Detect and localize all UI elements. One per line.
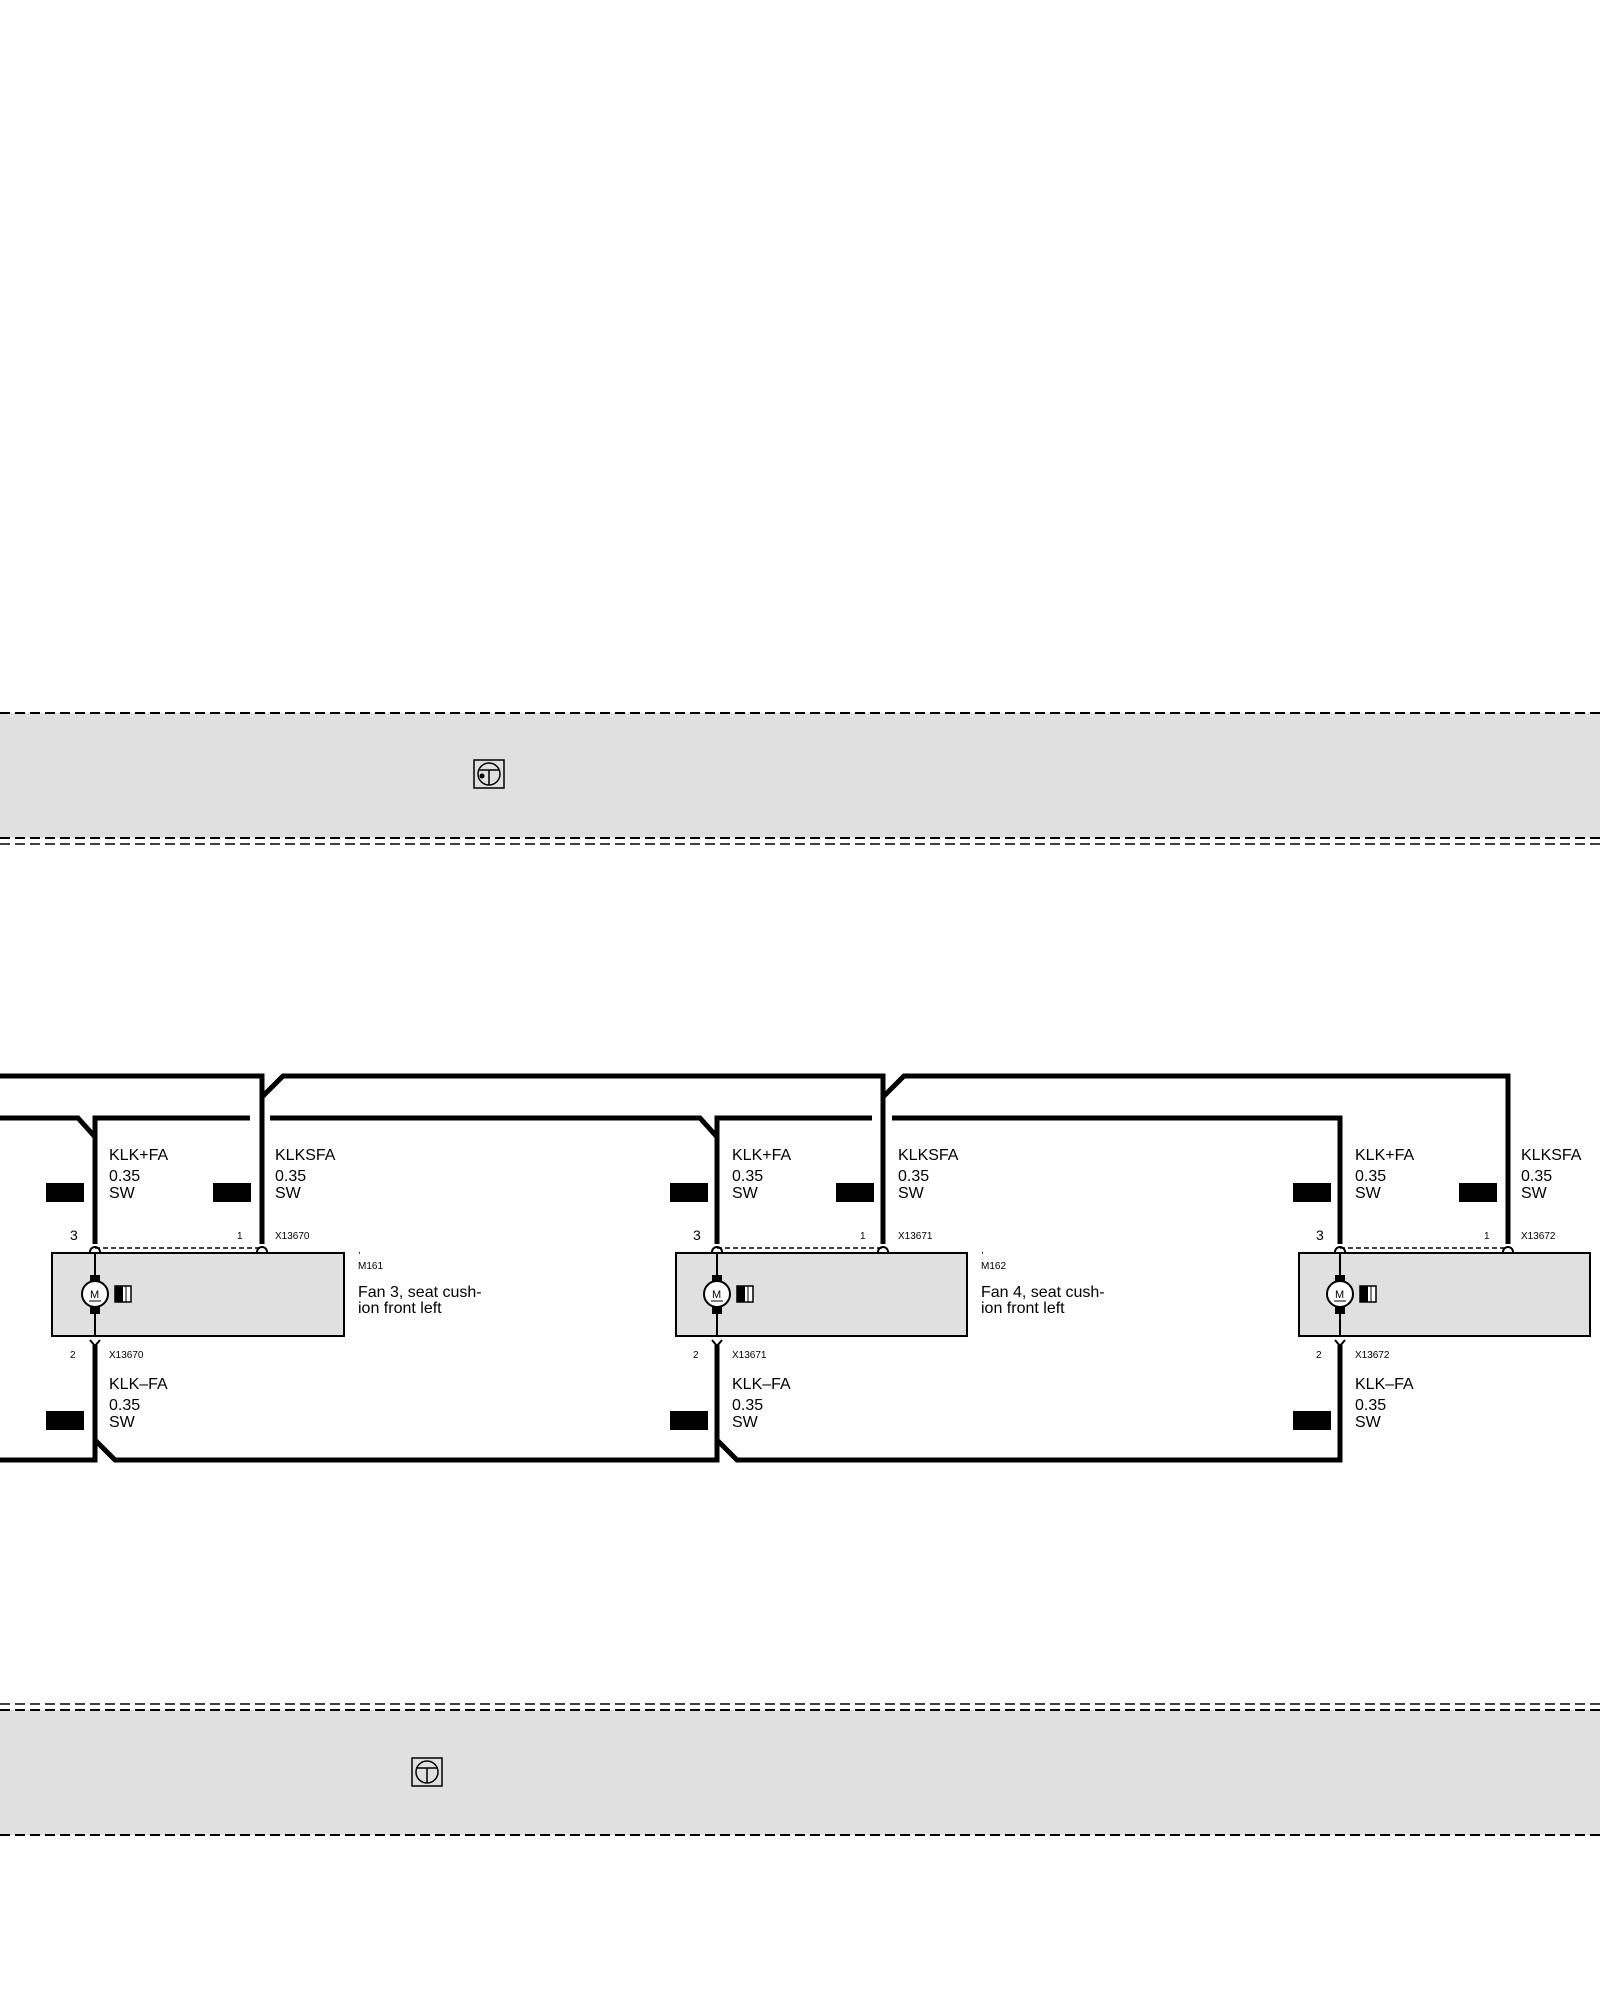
top-location-band bbox=[0, 712, 1600, 845]
wire-sense-right bbox=[881, 1073, 1511, 1244]
wire-cross-section: 0.35 bbox=[109, 1168, 140, 1185]
component-symbol-icon bbox=[114, 1285, 132, 1303]
wire-cross-section: 0.35 bbox=[732, 1397, 763, 1414]
fan-module-m162: KLK+FA 0.35 SW KLKSFA 0.35 SW 3 1 X13671… bbox=[675, 1147, 1105, 1431]
wire-plus-1-2 bbox=[92, 1115, 250, 1137]
seat-heating-icon bbox=[473, 759, 505, 789]
wire-plus-bus-end bbox=[892, 1115, 1343, 1244]
wire-cross-section: 0.35 bbox=[898, 1168, 929, 1185]
pin-number: 1 bbox=[237, 1231, 243, 1242]
wire-signal-label: KLKSFA bbox=[1521, 1147, 1582, 1164]
pin-number: 2 bbox=[1316, 1350, 1322, 1361]
wire-sense-mid bbox=[260, 1073, 886, 1244]
fan-module-m161: KLK+FA 0.35 SW KLKSFA 0.35 SW 3 1 X13670… bbox=[51, 1147, 482, 1431]
component-name-line2: ion front left bbox=[358, 1300, 442, 1317]
wire-color: SW bbox=[732, 1185, 759, 1202]
marker-block bbox=[46, 1183, 84, 1202]
component-name-line2: ion front left bbox=[981, 1300, 1065, 1317]
wire-plus-bus-right bbox=[714, 1115, 872, 1137]
component-id: M162 bbox=[981, 1261, 1006, 1272]
wire-cross-section: 0.35 bbox=[1355, 1168, 1386, 1185]
pin-contact bbox=[1334, 1246, 1346, 1253]
pin-number: 3 bbox=[70, 1227, 78, 1243]
connector-id: X13670 bbox=[275, 1231, 310, 1242]
pin-contact bbox=[711, 1339, 723, 1348]
wire-signal-label: KLKSFA bbox=[275, 1147, 336, 1164]
marker-block bbox=[46, 1411, 84, 1430]
pin-contact bbox=[89, 1246, 101, 1253]
pin-number: 2 bbox=[693, 1350, 699, 1361]
wiring-harness bbox=[0, 1073, 1511, 1463]
marker-block bbox=[213, 1183, 251, 1202]
pin-contact bbox=[877, 1246, 889, 1253]
pin-contact bbox=[1502, 1246, 1514, 1253]
component-id: M161 bbox=[358, 1261, 383, 1272]
bottom-band-fill bbox=[0, 1710, 1600, 1835]
pin-number: 1 bbox=[1484, 1231, 1490, 1242]
marker-block bbox=[670, 1411, 708, 1430]
pin-contact bbox=[89, 1339, 101, 1348]
wire-color: SW bbox=[1355, 1414, 1382, 1431]
harness-markers bbox=[46, 1183, 1497, 1430]
connector-id: X13672 bbox=[1355, 1350, 1390, 1361]
seat-icon bbox=[411, 1757, 443, 1787]
wire-color: SW bbox=[275, 1185, 302, 1202]
component-symbol-icon bbox=[736, 1285, 754, 1303]
component-name-line1: Fan 4, seat cush- bbox=[981, 1284, 1105, 1301]
wire-color: SW bbox=[1355, 1185, 1382, 1202]
wire-minus-right bbox=[715, 1345, 1343, 1463]
wire-signal-label: KLK+FA bbox=[732, 1147, 791, 1164]
wire-minus-mid bbox=[93, 1345, 720, 1463]
wire-plus-left-stub bbox=[0, 1115, 98, 1244]
wire-signal-label: KLKSFA bbox=[898, 1147, 959, 1164]
wire-signal-label: KLK–FA bbox=[732, 1376, 791, 1393]
connector-id: X13671 bbox=[898, 1231, 933, 1242]
fan-module-x13672: KLK+FA 0.35 SW KLKSFA 0.35 SW 3 1 X13672… bbox=[1298, 1147, 1591, 1431]
wire-cross-section: 0.35 bbox=[1521, 1168, 1552, 1185]
component-comma: , bbox=[358, 1245, 361, 1256]
wire-cross-section: 0.35 bbox=[275, 1168, 306, 1185]
marker-block bbox=[1293, 1183, 1331, 1202]
wire-color: SW bbox=[732, 1414, 759, 1431]
pin-number: 3 bbox=[1316, 1227, 1324, 1243]
connector-id: X13671 bbox=[732, 1350, 767, 1361]
wire-cross-section: 0.35 bbox=[1355, 1397, 1386, 1414]
bottom-location-band bbox=[0, 1703, 1600, 1836]
wire-color: SW bbox=[109, 1414, 136, 1431]
connector-id: X13670 bbox=[109, 1350, 144, 1361]
wire-color: SW bbox=[898, 1185, 925, 1202]
pin-number: 3 bbox=[693, 1227, 701, 1243]
component-comma: , bbox=[981, 1245, 984, 1256]
wire-cross-section: 0.35 bbox=[732, 1168, 763, 1185]
wire-signal-label: KLK+FA bbox=[1355, 1147, 1414, 1164]
motor-label: M bbox=[1335, 1289, 1344, 1301]
motor-label: M bbox=[712, 1289, 721, 1301]
marker-block bbox=[1459, 1183, 1497, 1202]
marker-block bbox=[1293, 1411, 1331, 1430]
top-band-fill bbox=[0, 713, 1600, 838]
wire-sense-left bbox=[0, 1073, 265, 1244]
pin-number: 2 bbox=[70, 1350, 76, 1361]
wire-plus-bus-mid bbox=[270, 1115, 720, 1244]
wire-color: SW bbox=[1521, 1185, 1548, 1202]
wire-color: SW bbox=[109, 1185, 136, 1202]
motor-label: M bbox=[90, 1289, 99, 1301]
component-name-line1: Fan 3, seat cush- bbox=[358, 1284, 482, 1301]
wire-cross-section: 0.35 bbox=[109, 1397, 140, 1414]
marker-block bbox=[670, 1183, 708, 1202]
wire-signal-label: KLK–FA bbox=[109, 1376, 168, 1393]
wire-signal-label: KLK+FA bbox=[109, 1147, 168, 1164]
pin-contact bbox=[711, 1246, 723, 1253]
wire-minus-left bbox=[0, 1345, 98, 1463]
connector-id: X13672 bbox=[1521, 1231, 1556, 1242]
marker-block bbox=[836, 1183, 874, 1202]
wire-signal-label: KLK–FA bbox=[1355, 1376, 1414, 1393]
component-symbol-icon bbox=[1359, 1285, 1377, 1303]
pin-number: 1 bbox=[860, 1231, 866, 1242]
pin-contact bbox=[256, 1246, 268, 1253]
pin-contact bbox=[1334, 1339, 1346, 1348]
